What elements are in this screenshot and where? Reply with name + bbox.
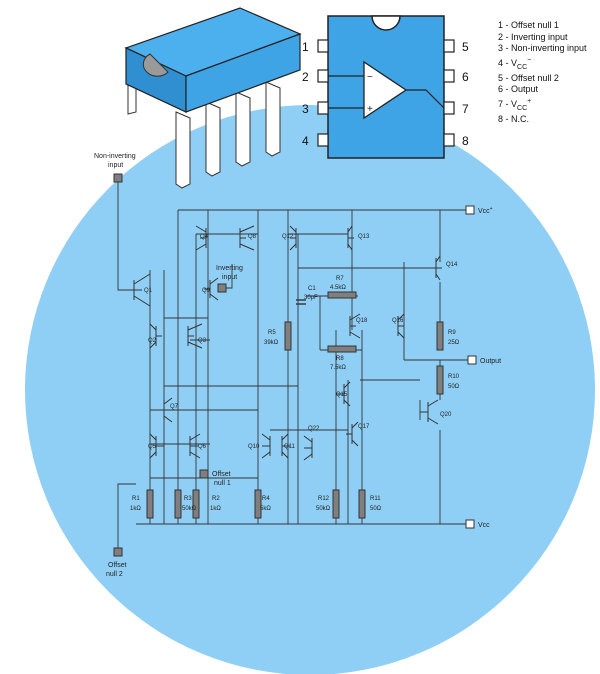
label-q10: Q10 xyxy=(248,444,260,450)
label-r3-value: 50kΩ xyxy=(182,506,197,512)
label-r8: R8 xyxy=(336,356,344,362)
label-q13: Q13 xyxy=(358,234,370,240)
resistor-r3 xyxy=(174,489,182,519)
label-r10: R10 xyxy=(448,374,460,380)
opamp-plus-sign: + xyxy=(367,104,373,115)
label-r7-value: 4.5kΩ xyxy=(330,285,346,291)
label-q4: Q4 xyxy=(200,234,209,240)
label-q2: Q2 xyxy=(148,338,157,344)
label-q7: Q7 xyxy=(170,404,179,410)
resistor-r5 xyxy=(284,321,292,351)
resistor-r9 xyxy=(436,321,444,351)
label-offset-null-2a: Offset xyxy=(108,562,127,569)
pin-legend-item: 8 - N.C. xyxy=(498,114,530,125)
label-q14: Q14 xyxy=(446,262,458,268)
resistor-r11 xyxy=(358,489,366,519)
label-r1-value: 1kΩ xyxy=(130,506,141,512)
label-offset-null-1b: null 1 xyxy=(214,480,231,487)
pin-number-4: 4 xyxy=(302,134,309,148)
label-q15: Q15 xyxy=(336,392,348,398)
label-r4-value: 5kΩ xyxy=(260,506,271,512)
label-q3: Q3 xyxy=(198,338,207,344)
pin-legend-item: 4 - VCC− xyxy=(498,56,532,71)
label-r10-value: 50Ω xyxy=(448,384,460,390)
label-non-inverting-2: input xyxy=(108,162,123,169)
opamp-minus-sign: − xyxy=(367,72,373,83)
resistor-r12 xyxy=(332,489,340,519)
label-offset-null-1a: Offset xyxy=(212,471,231,478)
label-r5-value: 39kΩ xyxy=(264,340,279,346)
label-q6: Q6 xyxy=(198,444,207,450)
pin-number-7: 7 xyxy=(462,102,469,116)
pinout-chip: − + 1 2 3 4 5 6 7 8 xyxy=(302,15,469,159)
label-r1: R1 xyxy=(132,496,140,502)
label-r11: R11 xyxy=(370,496,381,502)
label-q22: Q22 xyxy=(308,426,320,432)
resistor-r8 xyxy=(327,345,357,353)
resistor-r4 xyxy=(254,489,262,519)
label-q17: Q17 xyxy=(358,424,370,430)
pin-legend-item: 5 - Offset null 2 xyxy=(498,72,559,83)
label-vcc-plus: Vcc+ xyxy=(478,206,493,215)
label-q20: Q20 xyxy=(440,412,452,418)
label-q18: Q18 xyxy=(356,318,368,324)
pin-legend-item: 7 - VCC+ xyxy=(498,97,532,112)
pin-legend-item: 1 - Offset null 1 xyxy=(498,20,559,30)
pin-number-6: 6 xyxy=(462,70,469,84)
resistor-r1 xyxy=(146,489,154,519)
pin-number-8: 8 xyxy=(462,134,469,148)
terminal-squares xyxy=(113,173,227,557)
pin-number-5: 5 xyxy=(462,40,469,54)
pin-number-2: 2 xyxy=(302,70,309,84)
label-r5: R5 xyxy=(268,330,276,336)
opamp-triangle-icon xyxy=(363,60,408,120)
pin-legend: 1 - Offset null 1 2 - Inverting input 3 … xyxy=(498,20,587,126)
pin-number-3: 3 xyxy=(302,102,309,116)
pin-legend-item: 3 - Non-inverting input xyxy=(498,43,587,53)
capacitor-c1 xyxy=(296,299,306,305)
pin-legend-item: 2 - Inverting input xyxy=(498,31,568,42)
background-circle xyxy=(25,105,595,674)
label-non-inverting-1: Non-inverting xyxy=(94,153,136,160)
rail-terminals xyxy=(465,205,477,529)
label-c1-value: 30pF xyxy=(304,295,318,301)
resistor-r2 xyxy=(192,489,200,519)
label-q12: Q12 xyxy=(282,234,294,240)
resistor-blocks xyxy=(146,291,444,519)
label-vcc-minus: Vcc xyxy=(478,522,490,529)
label-offset-null-2b: null 2 xyxy=(106,571,123,578)
pin-legend-item: 6 - Output xyxy=(498,84,539,95)
label-r7: R7 xyxy=(336,276,344,282)
label-q16: Q16 xyxy=(392,318,404,324)
label-q5: Q5 xyxy=(148,444,157,450)
label-r9: R9 xyxy=(448,330,456,336)
resistor-r7 xyxy=(327,291,357,299)
label-inverting-1: Inverting xyxy=(216,265,243,272)
label-q1: Q1 xyxy=(144,288,153,294)
label-r9-value: 25Ω xyxy=(448,340,460,346)
resistor-r10 xyxy=(436,365,444,395)
label-q8: Q8 xyxy=(248,234,257,240)
dip-chip-3d xyxy=(124,7,302,189)
label-r2: R2 xyxy=(212,496,220,502)
label-q9: Q9 xyxy=(202,288,211,294)
label-output: Output xyxy=(480,358,501,365)
label-q11: Q11 xyxy=(284,444,296,450)
label-r11-value: 50Ω xyxy=(370,506,382,512)
label-c1: C1 xyxy=(308,286,316,292)
pin-number-1: 1 xyxy=(302,40,309,54)
label-r12: R12 xyxy=(318,496,330,502)
transistor-symbols xyxy=(133,225,442,461)
label-r8-value: 7.5kΩ xyxy=(330,365,346,371)
label-r4: R4 xyxy=(262,496,270,502)
label-r3: R3 xyxy=(184,496,192,502)
label-inverting-2: input xyxy=(222,274,237,281)
label-r12-value: 50kΩ xyxy=(316,506,331,512)
schematic-wires xyxy=(117,182,468,550)
label-r2-value: 1kΩ xyxy=(210,506,221,512)
